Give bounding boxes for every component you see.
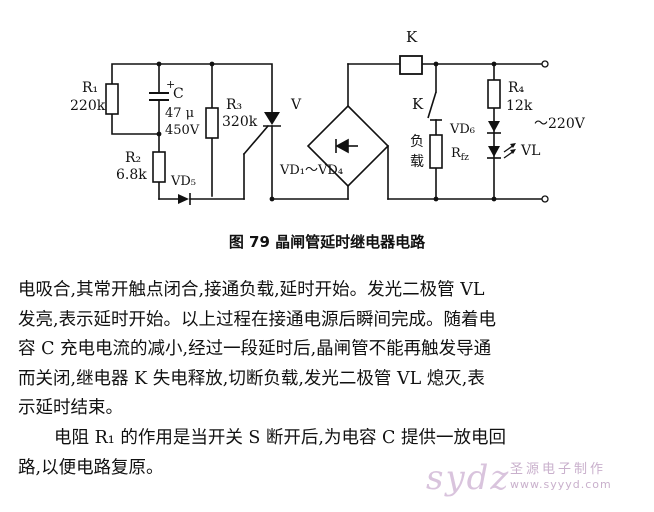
label-k-coil: K <box>406 28 418 46</box>
resistor-r3 <box>205 107 219 139</box>
label-r2-value: 6.8k <box>116 167 147 183</box>
resistor-r2 <box>152 151 166 183</box>
junction-dots <box>156 61 497 202</box>
wire <box>111 63 160 85</box>
label-rfz: Rfz <box>451 146 469 163</box>
relay-coil-k <box>399 55 423 75</box>
watermark-logo: sydz <box>426 458 511 498</box>
label-ac: ～220V <box>534 116 586 132</box>
watermark: sydz 圣源电子制作 www.syyyd.com <box>426 456 646 506</box>
diode-vd5 <box>178 193 191 205</box>
wire <box>111 113 160 135</box>
label-c-volt: 450V <box>165 123 200 138</box>
label-load-1: 负 <box>410 134 424 150</box>
label-c-plus: + <box>166 78 175 91</box>
label-r1: R₁ <box>82 80 98 96</box>
body-line: 而关闭,继电器 K 失电释放,切断负载,发光二极管 VL 熄灭,表 <box>18 368 485 389</box>
body-line: 电阻 R₁ 的作用是当开关 S 断开后,为电容 C 提供一放电回 <box>54 427 507 448</box>
bridge-rectifier <box>306 104 390 188</box>
label-v: V <box>290 97 302 113</box>
label-vd-bridge: VD₁～VD₄ <box>279 163 343 178</box>
label-r4: R₄ <box>508 80 525 96</box>
label-r1-value: 220k <box>70 98 106 114</box>
body-line: 容 C 充电电流的减小,经过一段延时后,晶闸管不能再触发导通 <box>18 339 492 360</box>
resistor-r1 <box>105 83 119 115</box>
label-r4-value: 12k <box>506 98 533 114</box>
label-vd5: VD₅ <box>170 174 196 189</box>
body-line: 路,以便电路复原。 <box>18 457 164 478</box>
label-k-contact: K <box>412 95 424 113</box>
terminal-bottom <box>541 195 549 203</box>
capacitor-c <box>149 92 169 101</box>
body-text: 电吸合,其常开触点闭合,接通负载,延时开始。发光二极管 VL 发亮,表示延时开始… <box>18 276 642 483</box>
body-line: 示延时结束。 <box>18 398 123 419</box>
label-c: C <box>173 86 184 102</box>
label-r2: R₂ <box>125 150 141 166</box>
label-r3-value: 320k <box>222 114 258 130</box>
figure-caption: 图 79 晶闸管延时继电器电路 <box>228 233 426 251</box>
label-vd6: VD₆ <box>449 122 475 137</box>
diode-vd6 <box>487 121 501 134</box>
body-line: 电吸合,其常开触点闭合,接通负载,延时开始。发光二极管 VL <box>18 280 485 300</box>
watermark-url: www.syyyd.com <box>510 478 612 491</box>
led-vl <box>487 143 516 159</box>
label-load-2: 载 <box>410 154 424 170</box>
relay-contact-k <box>427 91 442 121</box>
terminal-top <box>541 60 549 68</box>
label-vl: VL <box>520 143 540 159</box>
resistor-rfz <box>429 134 443 169</box>
body-line: 发亮,表示延时开始。以上过程在接通电源后瞬间完成。随着电 <box>18 309 497 330</box>
thyristor-v <box>263 112 281 127</box>
watermark-name: 圣源电子制作 <box>510 462 607 477</box>
circuit-diagram: R₁ 220k + C 47 μ 450V R₃ 320k V R₂ 6.8k … <box>70 28 586 205</box>
wire <box>242 124 270 156</box>
wire <box>211 63 273 113</box>
resistor-r4 <box>487 79 501 109</box>
label-c-cap: 47 μ <box>165 106 194 121</box>
label-r3: R₃ <box>226 97 242 113</box>
